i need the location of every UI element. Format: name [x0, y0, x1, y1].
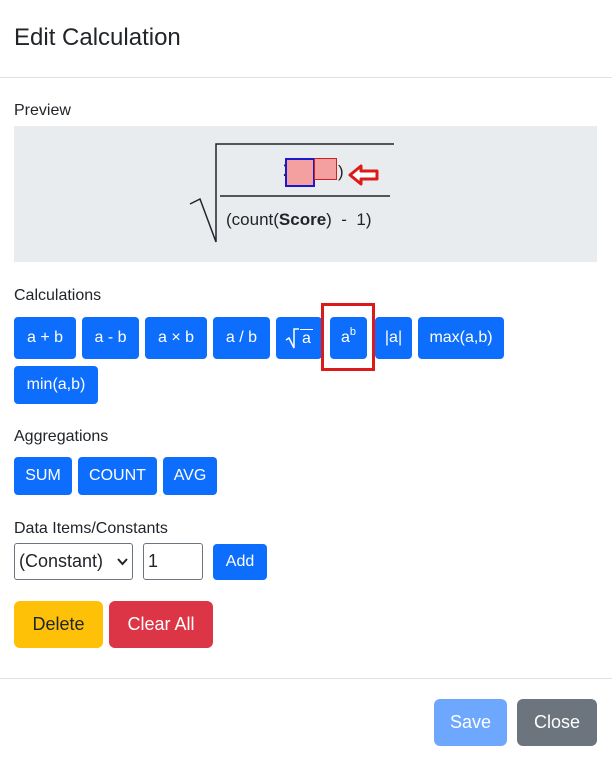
add-button[interactable]: a + b [14, 317, 76, 359]
chevron-down-icon [117, 558, 128, 566]
modal-header: Edit Calculation [0, 0, 612, 78]
close-button[interactable]: Close [517, 699, 597, 746]
calculations-label: Calculations [14, 287, 102, 304]
sqrt-icon [189, 143, 394, 243]
data-item-select[interactable]: (Constant) [14, 543, 133, 580]
clear-all-button[interactable]: Clear All [109, 601, 213, 648]
denominator-expression: (count(Score) - 1) [226, 210, 372, 229]
aggregations-label: Aggregations [14, 428, 109, 445]
delete-button[interactable]: Delete [14, 601, 103, 648]
footer-divider [0, 678, 612, 679]
preview-label: Preview [14, 102, 71, 119]
count-button[interactable]: COUNT [78, 457, 157, 495]
highlight-annotation [321, 303, 375, 371]
sqrt-button[interactable]: a [276, 317, 322, 359]
sqrt-icon [285, 328, 300, 349]
max-button[interactable]: max(a,b) [418, 317, 504, 359]
power-button-base: a [340, 329, 350, 346]
placeholder-slot-exponent[interactable] [314, 158, 337, 180]
min-button[interactable]: min(a,b) [14, 366, 98, 404]
sum-button[interactable]: SUM [14, 457, 72, 495]
sqrt-button-label: a [300, 328, 313, 347]
multiply-button[interactable]: a × b [145, 317, 207, 359]
subtract-button[interactable]: a - b [82, 317, 139, 359]
left-arrow-icon [348, 164, 379, 186]
data-items-label: Data Items/Constants [14, 520, 168, 537]
placeholder-slot-base[interactable] [285, 158, 315, 187]
abs-button[interactable]: |a| [375, 317, 412, 359]
modal-title: Edit Calculation [14, 24, 181, 51]
add-item-button[interactable]: Add [213, 544, 267, 580]
divide-button[interactable]: a / b [213, 317, 270, 359]
avg-button[interactable]: AVG [163, 457, 217, 495]
power-button-exponent: b [349, 326, 357, 338]
close-paren: ) [338, 162, 344, 181]
save-button[interactable]: Save [434, 699, 507, 746]
denominator-field: Score [278, 210, 327, 229]
data-item-select-value: (Constant) [19, 551, 104, 571]
constant-input[interactable]: 1 [143, 543, 203, 580]
preview-box: Σ( ) (count(Score) - 1) [14, 126, 597, 262]
